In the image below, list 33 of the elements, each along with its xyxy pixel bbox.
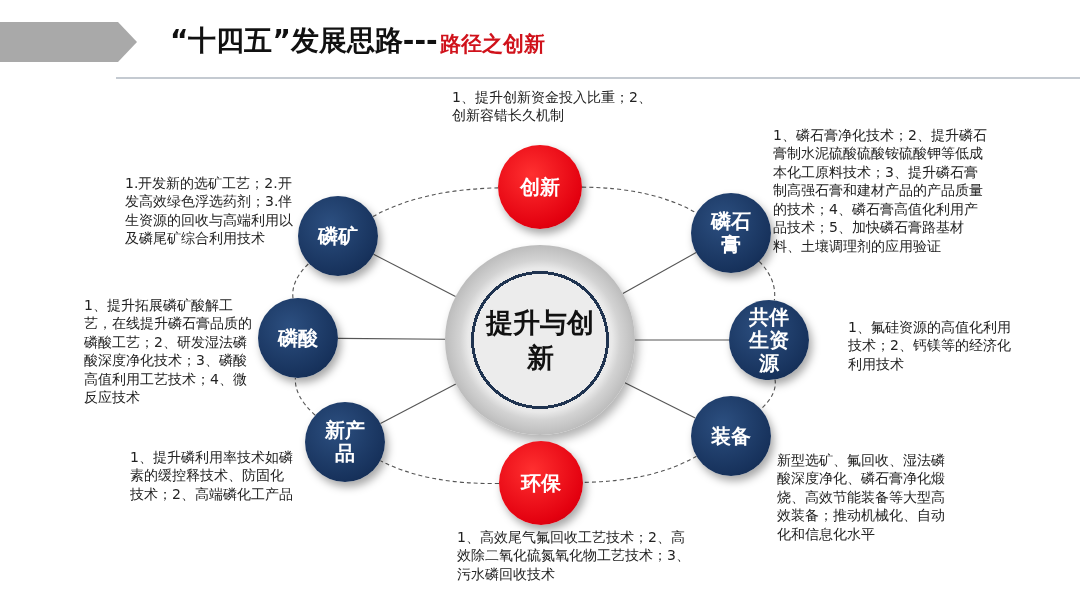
dashed-arc bbox=[292, 262, 310, 299]
description-text: 1、磷石膏净化技术；2、提升磷石膏制水泥硫酸硫酸铵硫酸钾等低成本化工原料技术；3、提升磷石膏制高强石膏和建材产品的产品质量的技术；4、磷石膏高值化利用产品技术；5、加快磷石膏路基材料、土壤调理剂的应用验证 bbox=[773, 126, 988, 256]
connector-line bbox=[337, 337, 446, 340]
dashed-arc bbox=[760, 379, 776, 410]
description-text: 1、提升创新资金投入比重；2、创新容错长久机制 bbox=[452, 88, 653, 125]
connector-line bbox=[624, 382, 696, 419]
topic-circle: 磷石膏 bbox=[691, 193, 771, 273]
connector-line bbox=[634, 339, 730, 341]
description-text: 新型选矿、氟回收、湿法磷酸深度净化、磷石膏净化煅烧、高效节能装备等大型高效装备；推动机械化、自动化和信息化水平 bbox=[777, 451, 946, 544]
connector-line bbox=[622, 252, 697, 295]
dashed-arc bbox=[372, 187, 499, 218]
description-text: 1.开发新的选矿工艺；2.开发高效绿色浮选药剂；3.伴生资源的回收与高端利用以及磷尾矿综合利用技术 bbox=[125, 174, 294, 248]
topic-circle: 创新 bbox=[498, 145, 582, 229]
topic-circle: 新产品 bbox=[305, 402, 385, 482]
topic-circle: 磷矿 bbox=[298, 196, 378, 276]
dashed-arc bbox=[294, 377, 316, 416]
topic-circle: 环保 bbox=[499, 441, 583, 525]
description-text: 1、氟硅资源的高值化利用技术；2、钙镁等的经济化利用技术 bbox=[848, 318, 1012, 374]
connector-line bbox=[373, 253, 457, 298]
topic-circle: 共伴生资源 bbox=[729, 300, 809, 380]
slide-title: “十四五”发展思路--- bbox=[170, 23, 438, 59]
dashed-arc bbox=[581, 186, 697, 214]
description-text: 1、高效尾气氟回收工艺技术；2、高效除二氧化硫氮氧化物工艺技术；3、污水磷回收技术 bbox=[457, 528, 691, 584]
description-text: 1、提升磷利用率技术如磷素的缓控释技术、防固化技术；2、高端磷化工产品 bbox=[130, 448, 294, 504]
dashed-arc bbox=[582, 455, 698, 483]
description-text: 1、提升拓展磷矿酸解工艺，在线提升磷石膏品质的磷酸工艺；2、研发湿法磷酸深度净化技术；3、磷酸高值利用工艺技术；4、微反应技术 bbox=[84, 296, 252, 407]
topic-circle: 装备 bbox=[691, 396, 771, 476]
topic-circle: 磷酸 bbox=[258, 298, 338, 378]
center-circle: 提升与创新 bbox=[445, 245, 635, 435]
subtitle-text: 路径之创新 bbox=[440, 31, 545, 58]
dashed-arc bbox=[379, 460, 500, 485]
connector-line bbox=[379, 383, 457, 424]
dashed-arc bbox=[758, 260, 776, 301]
